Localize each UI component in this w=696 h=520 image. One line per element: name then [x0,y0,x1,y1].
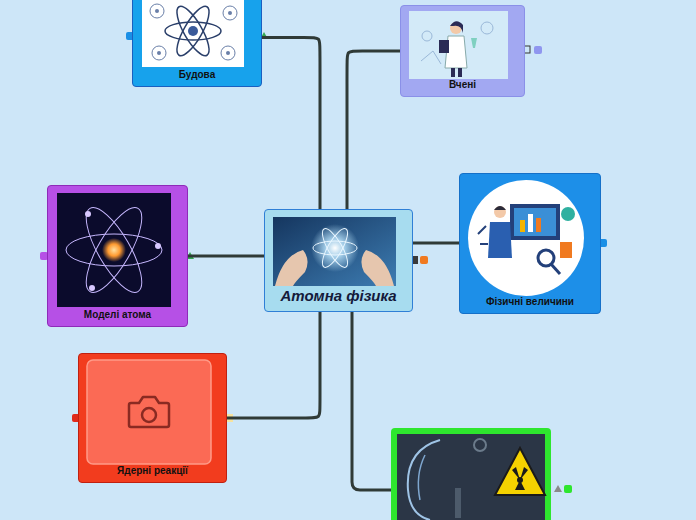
topic-box: Фізичні величини [459,173,601,314]
topic-box: Вчені [400,5,525,97]
topic-illustration [460,174,592,315]
illustration-part [418,455,425,500]
illustration-part [66,234,162,266]
topic-label: Моделі атома [48,309,187,320]
illustration-part [455,488,461,518]
illustration-part [361,250,394,286]
illustration-part [450,21,463,33]
illustration-part [155,243,161,249]
illustration-part [129,397,169,427]
topic-label: Вчені [401,79,524,90]
illustration-part [408,440,440,520]
topic-illustration [79,354,218,484]
topic-label: Ядерні реакції [79,465,226,476]
illustration-part [102,238,126,262]
illustration-part [536,218,541,232]
illustration-part [450,22,462,34]
illustration-part [564,485,572,493]
illustration-part [228,11,232,15]
illustration-part [468,180,584,296]
illustration-part [318,225,352,270]
illustration-part [551,264,560,274]
branch-connector [413,242,459,245]
illustration-part [458,68,462,77]
illustration-part [152,46,166,60]
topic-box: Моделі атома [47,185,188,327]
illustration-part [391,428,551,520]
illustration-part [142,408,156,422]
topic-label: Атомна фізика [265,287,412,304]
illustration-part [554,485,562,492]
illustration-part [318,225,352,270]
illustration-part [534,46,542,54]
illustration-part [157,51,161,55]
illustration-part [150,4,164,18]
illustration-part [495,448,545,495]
topic-box: Будова [132,0,262,87]
illustration-part [155,9,159,13]
illustration-part [273,217,396,286]
branch-connector [227,312,320,418]
illustration-part [422,31,432,41]
illustration-part [188,26,198,36]
illustration-part [275,250,308,286]
illustration-part [76,200,152,299]
branch-connector [347,51,400,209]
illustration-part [471,38,477,48]
illustration-part [478,226,488,244]
branch-connector [262,38,320,210]
illustration-part [561,207,575,221]
topic-label: Будова [133,69,261,80]
central-topic: Атомна фізика [264,209,413,312]
illustration-part [488,222,512,258]
illustration-part [514,208,556,236]
branch-connector [188,255,264,258]
illustration-part [352,312,391,490]
illustration-part [474,439,486,451]
illustration-part [520,220,525,232]
illustration-part [311,224,359,272]
illustration-part [171,2,215,59]
illustration-part [87,360,211,464]
topic-label: Фізичні величини [460,296,600,307]
illustration-part [451,68,455,77]
illustration-part [226,51,230,55]
illustration-part [313,241,357,255]
illustration-part [221,46,235,60]
illustration-part [142,0,244,67]
illustration-part [223,6,237,20]
illustration-part [494,206,506,210]
illustration-part [421,51,441,64]
topic-box: Ядерні реакції [78,353,227,483]
illustration-part [481,22,493,34]
illustration-part [89,285,95,291]
illustration-part [85,211,91,217]
illustration-part [165,22,221,40]
illustration-part [439,40,449,53]
illustration-part [171,2,215,59]
illustration-part [397,434,545,520]
illustration-part [57,193,171,307]
illustration-part [409,11,508,79]
illustration-part [512,467,528,490]
illustration-part [494,206,506,218]
topic-illustration [48,186,179,328]
illustration-part [560,242,572,258]
illustration-part [528,214,533,232]
illustration-part [420,256,428,264]
illustration-part [510,204,560,240]
illustration-part [76,200,152,299]
